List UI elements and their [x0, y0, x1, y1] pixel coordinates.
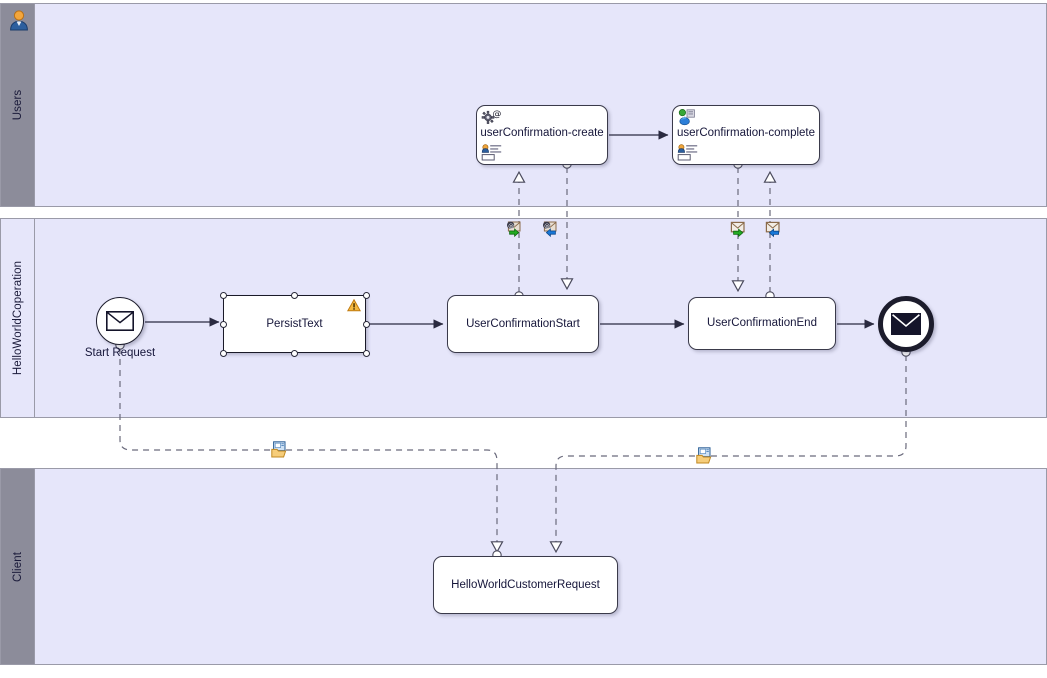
selection-handle[interactable]	[219, 320, 227, 328]
user-avatar-icon	[8, 9, 30, 31]
warning-triangle-icon	[346, 298, 362, 312]
svg-text:@: @	[544, 223, 550, 229]
event-start-request[interactable]: Start Request	[85, 297, 155, 359]
svg-text:@: @	[508, 223, 514, 229]
selection-handle[interactable]	[362, 291, 370, 299]
task-userconfirmation-complete-label: userConfirmation-complete	[676, 127, 816, 139]
task-userconfirmationend[interactable]: UserConfirmationEnd	[688, 297, 836, 350]
task-userconfirmation-complete[interactable]: userConfirmation-complete	[672, 105, 820, 165]
svg-text:@: @	[492, 109, 501, 119]
selection-handle[interactable]	[291, 291, 298, 299]
task-persisttext[interactable]: PersistText	[223, 295, 366, 353]
message-receive-icon	[764, 221, 783, 239]
pool-users[interactable]: Users	[0, 3, 1047, 207]
email-send-icon: @	[505, 221, 524, 239]
event-message-end[interactable]	[878, 296, 934, 352]
task-userconfirmationend-label: UserConfirmationEnd	[707, 317, 817, 330]
message-send-icon	[729, 221, 748, 239]
task-helloworldcustomerrequest-label: HelloWorldCustomerRequest	[451, 578, 600, 591]
envelope-outline-icon	[106, 311, 134, 331]
task-userconfirmation-create[interactable]: @ userConfirmation-create	[476, 105, 608, 165]
event-start-request-label: Start Request	[84, 347, 156, 359]
task-userconfirmationstart-label: UserConfirmationStart	[466, 317, 580, 330]
task-userconfirmationstart[interactable]: UserConfirmationStart	[447, 295, 599, 353]
email-receive-icon: @	[541, 221, 560, 239]
selection-handle[interactable]	[362, 349, 370, 357]
selection-handle[interactable]	[291, 349, 298, 357]
task-helloworldcustomerrequest[interactable]: HelloWorldCustomerRequest	[433, 556, 618, 614]
pool-helloworldcoperation-label: HelloWorldCoperation	[11, 260, 24, 376]
user-form-icon	[677, 144, 699, 161]
task-userconfirmation-create-label: userConfirmation-create	[480, 127, 604, 139]
pool-client-header[interactable]: Client	[1, 469, 35, 664]
selection-handle[interactable]	[219, 349, 227, 357]
selection-handle[interactable]	[219, 291, 227, 299]
envelope-filled-icon	[891, 313, 921, 335]
task-persisttext-label: PersistText	[266, 317, 323, 330]
selection-handle[interactable]	[362, 320, 370, 328]
pool-users-label: Users	[11, 89, 24, 121]
data-folder-icon	[271, 441, 289, 458]
multi-instance-task-icon	[677, 109, 697, 126]
user-form-icon	[481, 144, 503, 161]
pool-users-header[interactable]: Users	[1, 4, 35, 206]
data-folder-icon	[696, 447, 714, 464]
pool-client-label: Client	[11, 551, 24, 582]
pool-helloworldcoperation-header[interactable]: HelloWorldCoperation	[1, 219, 35, 417]
service-email-icon: @	[481, 109, 501, 125]
